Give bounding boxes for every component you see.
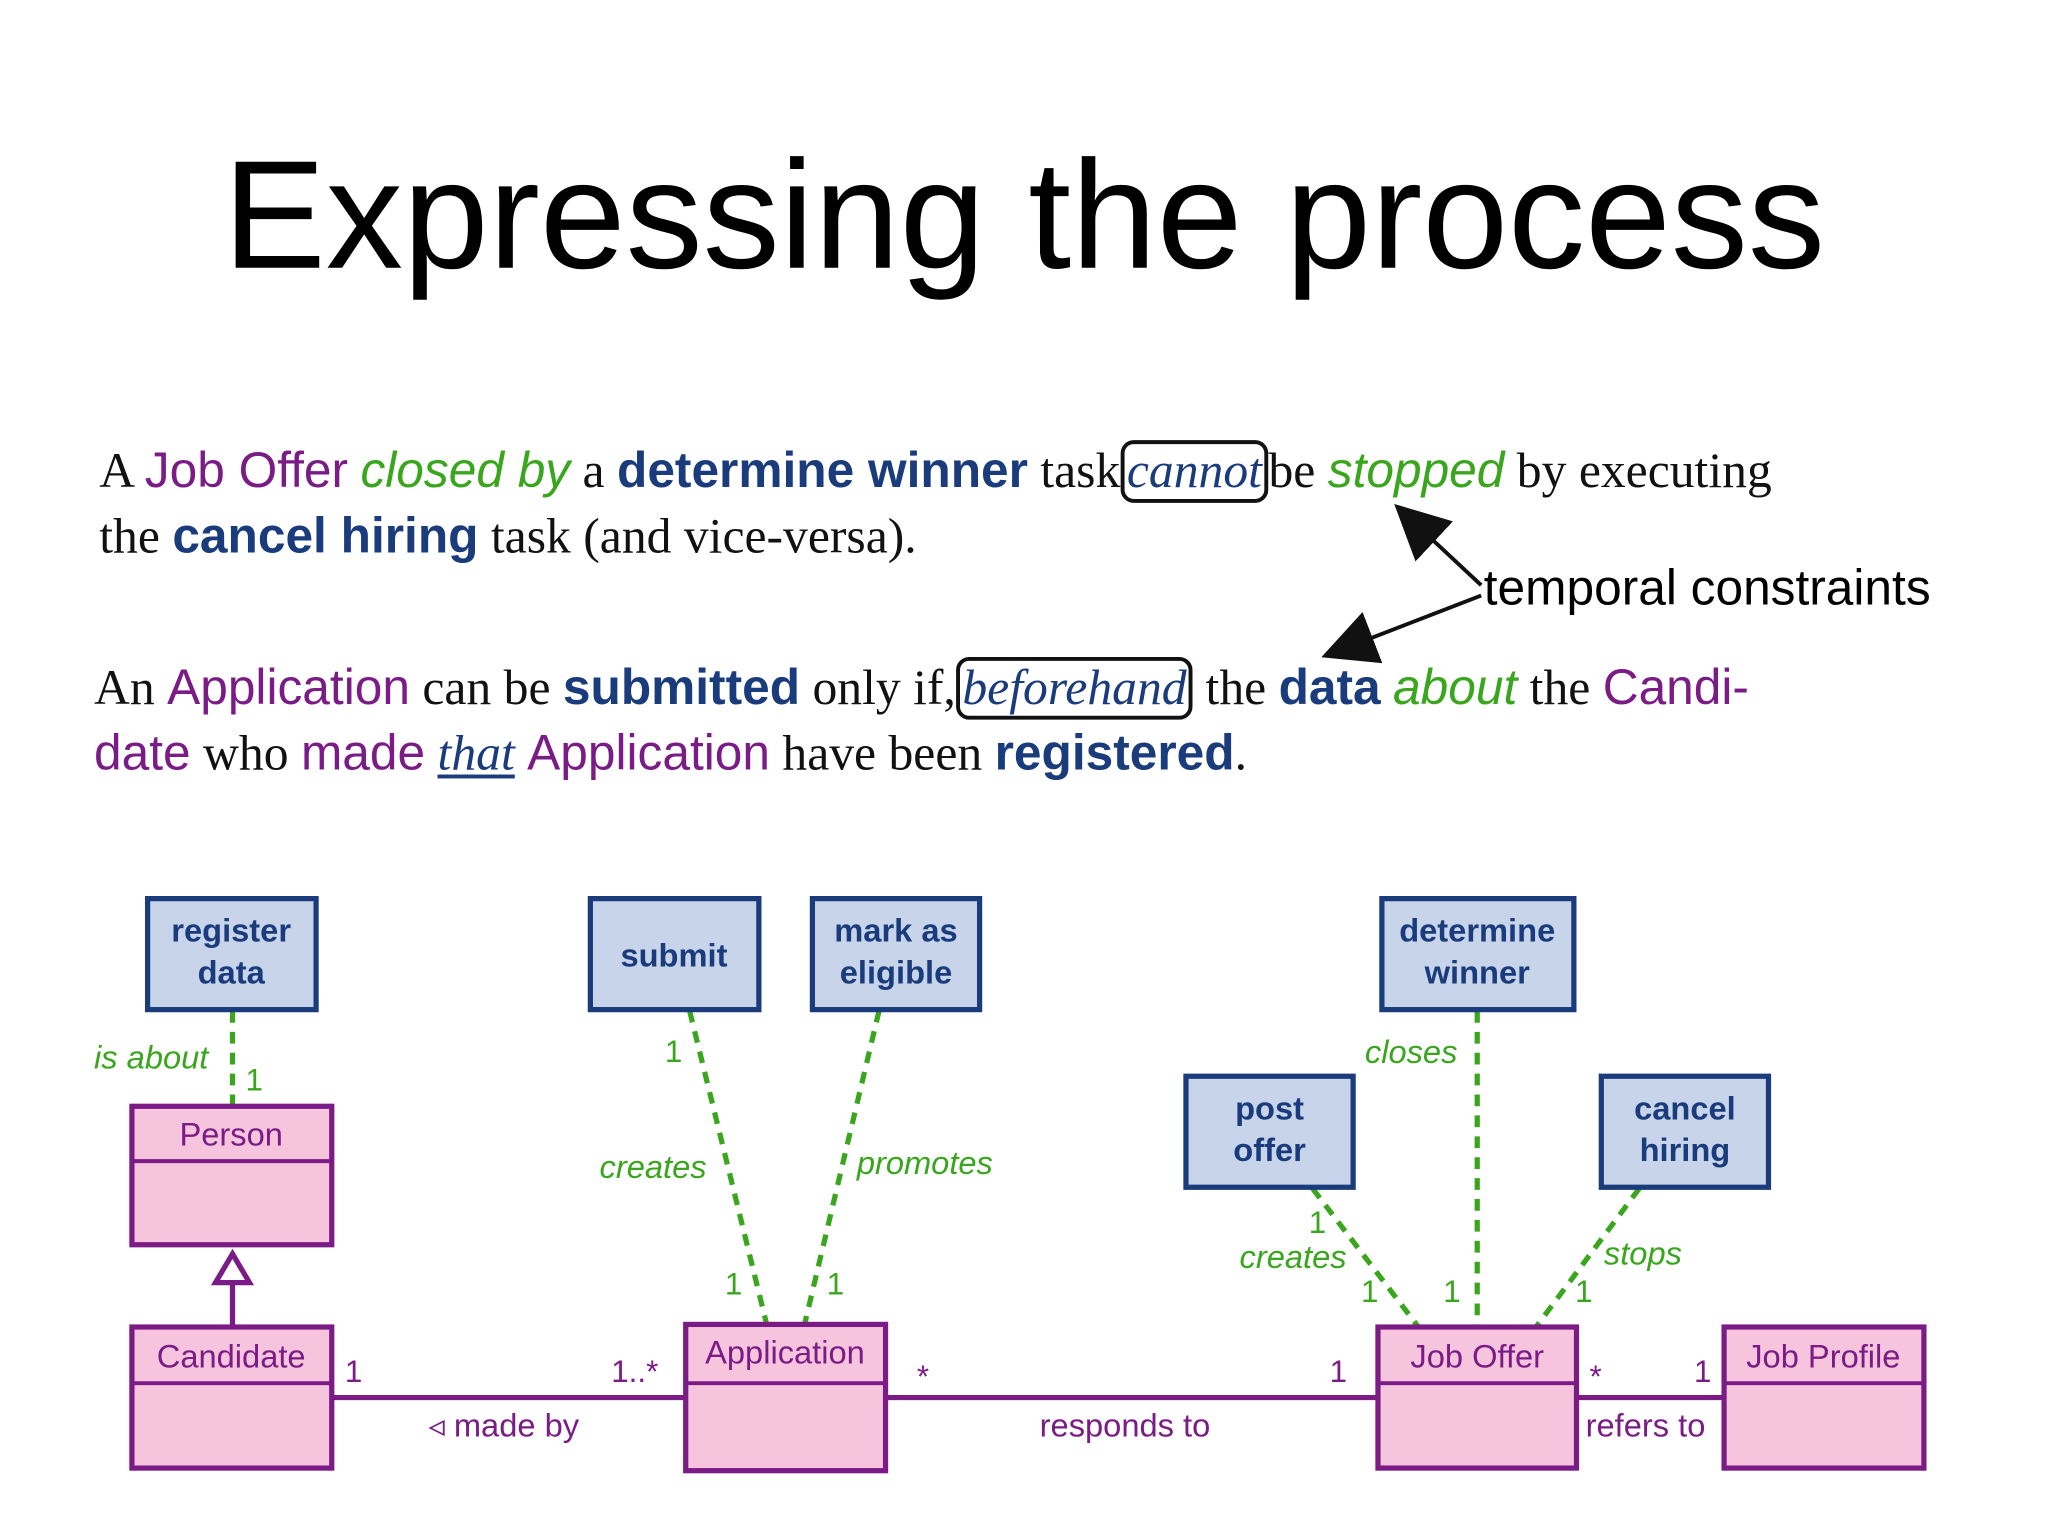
slide-title: Expressing the process — [223, 129, 1825, 302]
text: task (and vice-versa). — [478, 509, 917, 565]
task-label: eligible — [840, 954, 952, 991]
task-label: cancel — [1634, 1089, 1736, 1126]
task-label: register — [171, 912, 291, 949]
mult-post-top: 1 — [1309, 1205, 1326, 1240]
text: the — [1517, 660, 1603, 716]
mult-post-bottom: 1 — [1361, 1274, 1378, 1309]
class-application: Application — [683, 1321, 889, 1474]
text: can be — [409, 660, 563, 716]
class-name: Job Profile — [1746, 1338, 1900, 1375]
task-post-offer: post offer — [1183, 1073, 1356, 1190]
label-is-about: is about — [94, 1038, 210, 1075]
text: by executing — [1504, 444, 1772, 499]
paragraph-1-line-1: A Job Offer closed by a determine winner… — [99, 439, 1772, 504]
task-submit: submit — [587, 895, 762, 1013]
text: who — [190, 726, 301, 782]
text: the — [1193, 660, 1279, 716]
term-registered: registered — [994, 726, 1235, 782]
task-mark-as-eligible: mark as eligible — [809, 895, 983, 1013]
term-that: that — [437, 726, 515, 782]
term-determine-winner: determine winner — [617, 444, 1028, 499]
mult-made-by-left: 1 — [345, 1354, 362, 1389]
callout-temporal-constraints: temporal constraints — [1483, 561, 1931, 617]
class-name: Job Offer — [1410, 1338, 1544, 1375]
task-label: data — [198, 954, 266, 991]
term-made: made — [300, 726, 426, 782]
task-label: offer — [1233, 1131, 1306, 1168]
label-promotes: promotes — [856, 1144, 993, 1181]
task-cancel-hiring: cancel hiring — [1598, 1073, 1772, 1190]
text: A — [99, 444, 145, 499]
callout-arrow-down — [1321, 593, 1482, 664]
class-person: Person — [129, 1103, 335, 1248]
task-register-data: register data — [144, 895, 319, 1013]
mult-refers-left: * — [1590, 1359, 1602, 1394]
temporal-beforehand: beforehand — [955, 656, 1194, 720]
label-post-creates: creates — [1240, 1238, 1347, 1275]
task-label: determine — [1399, 912, 1555, 949]
paragraph-2-line-2: date who made that Application have been… — [94, 721, 1247, 786]
label-responds-to: responds to — [1040, 1407, 1211, 1444]
class-name: Candidate — [157, 1338, 306, 1375]
class-job-offer: Job Offer — [1375, 1324, 1580, 1471]
mult-responds-right: 1 — [1330, 1354, 1347, 1389]
term-cancel-hiring: cancel hiring — [172, 509, 479, 565]
label-closes: closes — [1365, 1033, 1458, 1070]
paragraph-2-line-1: An Application can be submitted only if,… — [94, 656, 1749, 721]
text: An — [94, 660, 168, 716]
term-candidate-part: Candi- — [1602, 660, 1749, 716]
term-job-offer: Job Offer — [144, 444, 349, 499]
mult-is-about: 1 — [246, 1063, 263, 1098]
term-submitted: submitted — [562, 660, 801, 716]
text: . — [1234, 726, 1247, 782]
link-stops — [1533, 1187, 1642, 1329]
term-application: Application — [527, 726, 770, 782]
task-determine-winner: determine winner — [1379, 895, 1577, 1013]
label-stops: stops — [1604, 1234, 1682, 1271]
paragraph-1-line-2: the cancel hiring task (and vice-versa). — [99, 504, 916, 569]
label-made-by: ◃ made by — [427, 1407, 579, 1444]
text: be — [1268, 444, 1328, 499]
mult-stops: 1 — [1575, 1274, 1592, 1309]
mult-responds-left: * — [917, 1359, 929, 1394]
link-post-creates — [1310, 1186, 1421, 1329]
mult-closes: 1 — [1443, 1274, 1460, 1309]
term-application: Application — [167, 660, 410, 716]
task-label: submit — [620, 937, 727, 974]
class-job-profile: Job Profile — [1721, 1324, 1927, 1471]
mult-promotes: 1 — [827, 1266, 844, 1301]
term-stopped: stopped — [1327, 444, 1505, 499]
term-closed-by: closed by — [360, 444, 571, 499]
temporal-cannot: cannot — [1120, 440, 1269, 503]
task-label: hiring — [1640, 1131, 1731, 1168]
term-about: about — [1393, 660, 1518, 716]
text: a — [570, 444, 617, 499]
text: the — [99, 509, 173, 565]
mult-made-by-right: 1..* — [611, 1354, 658, 1389]
task-label: winner — [1424, 954, 1530, 991]
text: have been — [769, 726, 995, 782]
mult-refers-right: 1 — [1694, 1354, 1711, 1389]
text: task — [1027, 444, 1121, 499]
mult-submit-top: 1 — [665, 1034, 682, 1069]
label-submit-creates: creates — [600, 1148, 707, 1185]
mult-submit-bottom: 1 — [725, 1266, 742, 1301]
generalization-arrowhead — [210, 1248, 255, 1286]
class-name: Application — [705, 1334, 865, 1371]
text: only if, — [800, 660, 956, 716]
callout-arrow-up — [1394, 503, 1483, 587]
term-data: data — [1278, 660, 1381, 716]
class-name: Person — [179, 1115, 282, 1152]
task-label: mark as — [834, 912, 957, 949]
task-label: post — [1235, 1089, 1304, 1126]
label-refers-to: refers to — [1586, 1407, 1706, 1444]
term-candidate-part: date — [94, 726, 191, 782]
class-candidate: Candidate — [129, 1324, 335, 1471]
